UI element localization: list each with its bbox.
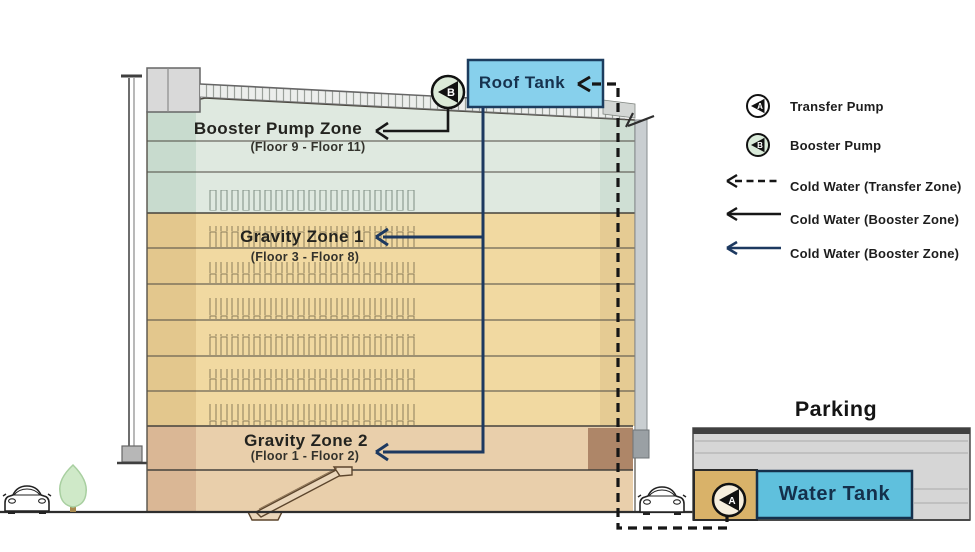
building (146, 67, 655, 512)
parking-label: Parking (794, 397, 878, 421)
legend-label: Cold Water (Booster Zone) (790, 211, 960, 227)
legend-item-transfer-pump: A Transfer Pump (725, 93, 975, 119)
windows-row (208, 190, 416, 211)
water-tank (755, 469, 914, 520)
legend-label: Cold Water (Transfer Zone) (790, 178, 962, 194)
booster-zone-floors: (Floor 9 - Floor 11) (250, 140, 366, 154)
windows-row (208, 226, 416, 247)
window-washing-mast (117, 74, 147, 465)
svg-text:A: A (757, 102, 763, 111)
roof-tank-label: Roof Tank (478, 73, 566, 92)
legend-item-cold-water-transfer: Cold Water (Transfer Zone) (725, 173, 975, 199)
gravity-zone-1-label: Gravity Zone 1 (240, 227, 364, 246)
dashed-black-arrow-icon (726, 173, 781, 189)
transfer-pipe (577, 75, 729, 530)
gravity-zone-2-label: Gravity Zone 2 (244, 431, 368, 450)
gravity-zone-1-floors: (Floor 3 - Floor 8) (250, 250, 360, 264)
booster-zone-area (147, 98, 635, 213)
booster-pump-icon: B (746, 133, 770, 157)
legend-label: Booster Pump (790, 137, 882, 153)
booster-pump-icon: B (430, 74, 466, 110)
windows-row (208, 334, 416, 355)
solid-black-arrow-icon (726, 206, 781, 222)
transfer-pump-icon: A (746, 94, 770, 118)
legend-label: Transfer Pump (790, 98, 884, 114)
booster-zone-label: Booster Pump Zone (193, 119, 363, 138)
curtain-wall-strip (634, 119, 648, 459)
svg-text:A: A (728, 496, 735, 507)
floor-lines (147, 140, 635, 392)
solid-navy-arrow-icon (726, 240, 781, 256)
car-icon (2, 485, 52, 514)
legend-item-cold-water-booster-navy: Cold Water (Booster Zone) (725, 240, 975, 266)
windows-row (208, 369, 416, 390)
svg-text:B: B (447, 87, 455, 99)
escalator (246, 466, 353, 521)
transfer-pump-icon: A (711, 482, 747, 518)
water-tank-label: Water Tank (778, 483, 891, 505)
rooftop-structure (146, 67, 201, 113)
legend-item-booster-pump: B Booster Pump (725, 132, 975, 158)
roof-bracket (625, 112, 655, 128)
gravity-pipe (375, 107, 485, 462)
windows-row (208, 298, 416, 319)
car-icon (637, 486, 687, 515)
legend-item-cold-water-booster-black: Cold Water (Booster Zone) (725, 206, 975, 232)
tree-icon (59, 463, 87, 512)
booster-pipe (375, 108, 450, 141)
windows-row (208, 262, 416, 283)
windows-row (208, 404, 416, 425)
gravity-zone-2-area (147, 426, 633, 512)
svg-text:B: B (757, 141, 763, 150)
gravity-zone-2-floors: (Floor 1 - Floor 2) (250, 449, 360, 463)
legend-label: Cold Water (Booster Zone) (790, 245, 960, 261)
